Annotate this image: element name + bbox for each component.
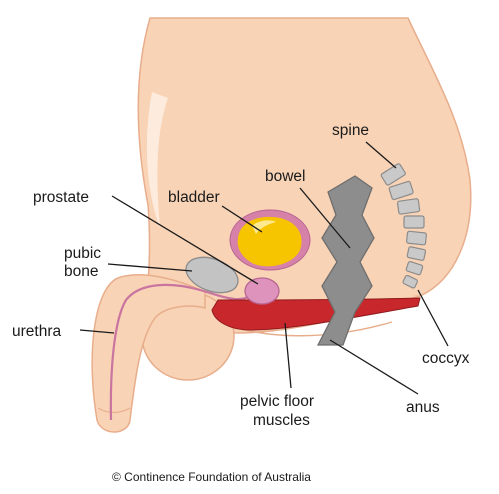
label-pelvic-floor-line1: pelvic floor: [240, 393, 314, 410]
label-coccyx: coccyx: [422, 350, 470, 367]
vertebra: [404, 216, 424, 228]
leader-anus: [330, 340, 418, 394]
vertebra: [406, 231, 426, 245]
bladder: [238, 217, 302, 267]
label-pubic-bone-line1: pubic: [64, 245, 101, 262]
pelvic-floor-muscles: [212, 298, 420, 330]
label-bladder: bladder: [168, 189, 220, 206]
leader-pelvic-floor: [285, 323, 291, 388]
vertebra: [397, 199, 420, 215]
label-pubic-bone-line2: bone: [64, 263, 98, 280]
copyright-credit: © Continence Foundation of Australia: [112, 470, 311, 484]
label-pelvic-floor-line2: muscles: [253, 412, 310, 429]
label-anus: anus: [406, 399, 440, 416]
label-urethra: urethra: [12, 323, 61, 340]
label-bowel: bowel: [265, 168, 306, 185]
label-prostate: prostate: [33, 189, 89, 206]
prostate: [245, 278, 279, 304]
leader-coccyx: [418, 290, 448, 346]
label-spine: spine: [332, 122, 369, 139]
